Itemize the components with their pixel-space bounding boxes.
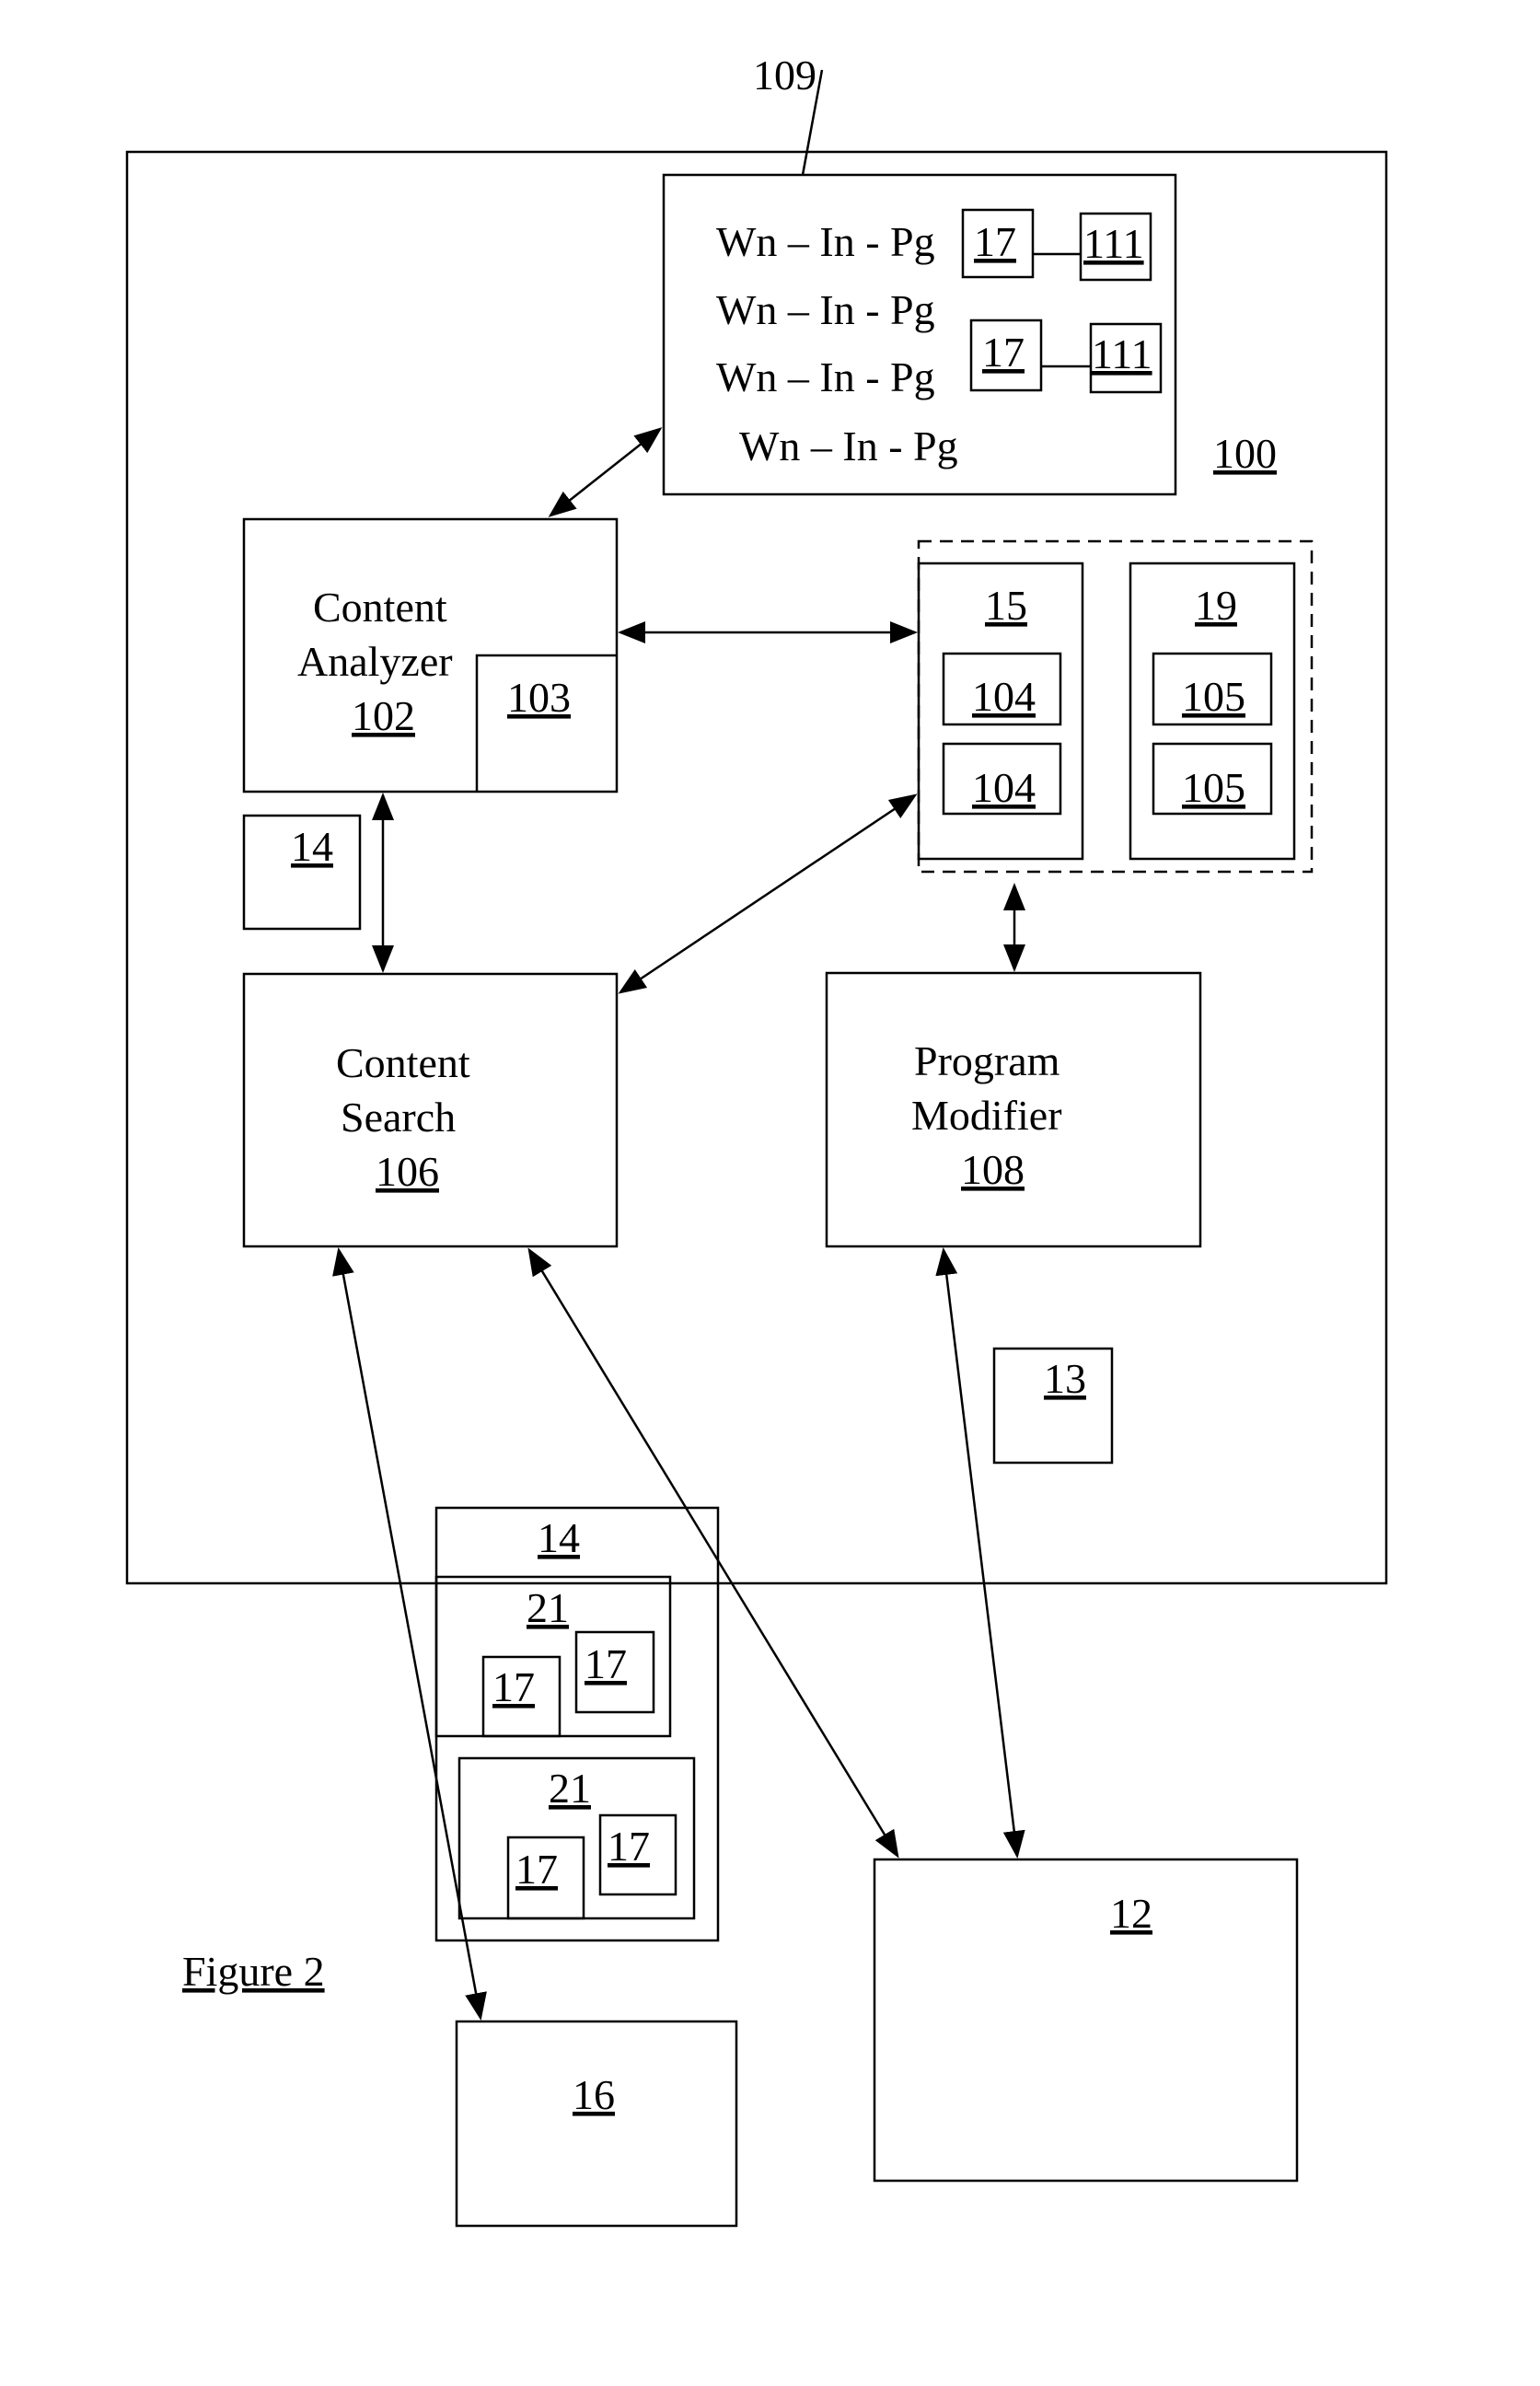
- arrow-analyzer-windowlist: [550, 429, 660, 515]
- box-12: [874, 1859, 1297, 2181]
- box-16-label: 16: [573, 2071, 615, 2118]
- search-line2: Search: [341, 1094, 456, 1141]
- analyzer-ref: 102: [352, 692, 415, 739]
- box-14-outer-label: 14: [538, 1514, 580, 1561]
- analyzer-line2: Analyzer: [297, 638, 453, 685]
- box-12-label: 12: [1110, 1890, 1152, 1937]
- modifier-line2: Modifier: [911, 1092, 1062, 1139]
- block-19-ref: 19: [1195, 582, 1237, 629]
- box-16: [457, 2021, 736, 2226]
- window-row-3: Wn – In - Pg: [716, 353, 935, 400]
- box-14-inner-label: 14: [291, 823, 333, 870]
- block-19-item-b-label: 105: [1182, 764, 1245, 811]
- arrow-modifier-box12: [944, 1250, 1017, 1856]
- group-21-b-item-b-label: 17: [608, 1823, 650, 1870]
- label-111-b: 111: [1092, 330, 1152, 377]
- analyzer-sub-ref: 103: [507, 674, 571, 721]
- group-21-a-label: 21: [527, 1584, 569, 1631]
- group-21-b-label: 21: [549, 1765, 591, 1812]
- window-row-1: Wn – In - Pg: [716, 218, 935, 265]
- analyzer-line1: Content: [313, 584, 447, 631]
- label-109: 109: [753, 52, 816, 98]
- modifier-ref: 108: [961, 1146, 1025, 1193]
- block-15-ref: 15: [985, 582, 1027, 629]
- label-111-a: 111: [1083, 220, 1144, 267]
- label-17-a: 17: [974, 218, 1016, 265]
- block-15-item-b-label: 104: [972, 764, 1036, 811]
- box-13-label: 13: [1044, 1355, 1086, 1402]
- block-19-item-a-label: 105: [1182, 673, 1245, 720]
- group-21-a-item-b-label: 17: [585, 1640, 627, 1687]
- label-100: 100: [1213, 430, 1277, 477]
- arrow-search-box16: [339, 1250, 481, 2018]
- window-row-4: Wn – In - Pg: [739, 423, 958, 469]
- block-15-item-a-label: 104: [972, 673, 1036, 720]
- group-21-a-item-a-label: 17: [492, 1663, 535, 1710]
- search-ref: 106: [376, 1148, 439, 1195]
- figure-caption: Figure 2: [182, 1948, 325, 1995]
- group-21-b-item-a-label: 17: [515, 1846, 558, 1893]
- search-line1: Content: [336, 1039, 470, 1086]
- window-row-2: Wn – In - Pg: [716, 286, 935, 333]
- modifier-line1: Program: [914, 1037, 1060, 1084]
- label-17-b: 17: [982, 329, 1025, 376]
- arrow-search-block15: [620, 795, 915, 992]
